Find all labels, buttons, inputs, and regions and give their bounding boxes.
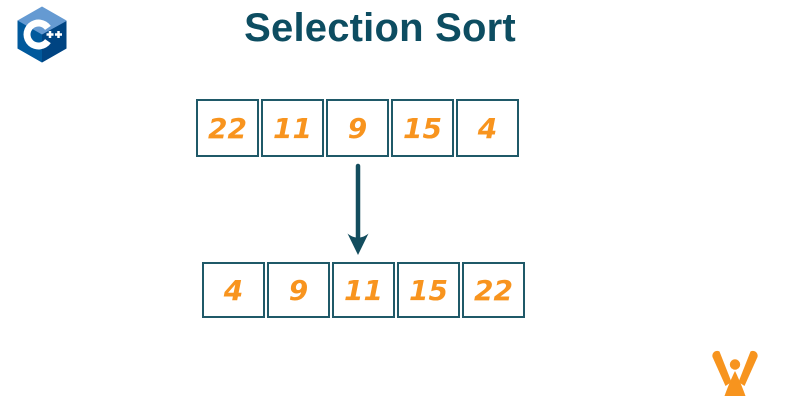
array-cell-value: 4 (223, 273, 244, 307)
array-cell-value: 11 (273, 111, 312, 145)
cpp-logo-c-glyph (23, 19, 51, 50)
array-cell: 11 (332, 262, 395, 318)
array-cell: 22 (462, 262, 525, 318)
cpp-logo-plus-glyph (55, 31, 62, 38)
array-cell-value: 22 (474, 273, 513, 307)
array-cell: 4 (456, 99, 519, 157)
array-cell-value: 22 (208, 111, 247, 145)
cpp-logo-plus-glyph (46, 31, 54, 38)
array-cell: 15 (397, 262, 460, 318)
array-cell-value: 9 (347, 111, 368, 145)
celebrating-person-logo-icon (712, 350, 758, 396)
array-cell: 22 (196, 99, 259, 157)
array-cell: 9 (326, 99, 389, 157)
array-cell-value: 15 (403, 111, 442, 145)
array-cell-value: 4 (477, 111, 498, 145)
page-title: Selection Sort (244, 6, 516, 50)
array-cell: 4 (202, 262, 265, 318)
unsorted-array: 22 11 9 15 4 (196, 99, 519, 157)
array-cell-value: 11 (344, 273, 383, 307)
array-cell: 15 (391, 99, 454, 157)
array-cell-value: 9 (288, 273, 309, 307)
array-cell: 11 (261, 99, 324, 157)
array-cell-value: 15 (409, 273, 448, 307)
cpp-logo-icon (17, 6, 67, 63)
sorted-array: 4 9 11 15 22 (202, 262, 525, 318)
down-arrow-icon (347, 163, 369, 255)
array-cell: 9 (267, 262, 330, 318)
